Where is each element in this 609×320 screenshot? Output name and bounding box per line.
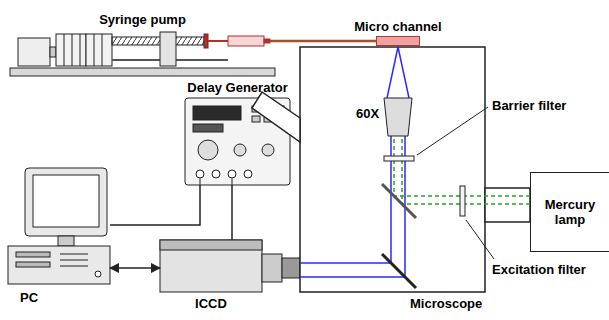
generator-knob xyxy=(234,144,246,156)
vent-line xyxy=(60,266,88,267)
iccd-camera: ICCD xyxy=(160,240,262,292)
micro-channel: Micro channel xyxy=(376,36,420,46)
motor xyxy=(18,38,50,66)
emission-ray xyxy=(300,136,391,263)
emission-ray xyxy=(398,47,409,98)
generator-display xyxy=(193,124,223,132)
dichroic-mirror xyxy=(382,184,416,218)
gear-block xyxy=(56,34,86,66)
camera-band xyxy=(160,240,262,250)
box-text: Mercury lamp xyxy=(531,197,609,227)
block-stripe xyxy=(80,34,81,66)
mercury-lamp: Mercury lamp xyxy=(530,172,609,252)
generator-button xyxy=(252,116,260,122)
device-label: PC xyxy=(20,290,38,305)
vent-line xyxy=(60,254,88,255)
computer-case xyxy=(8,246,110,284)
excitation-ray xyxy=(402,136,530,204)
block-stripe xyxy=(72,34,73,66)
monitor-stand xyxy=(58,236,74,246)
pc: PC xyxy=(8,166,110,286)
lamp-housing-neck xyxy=(485,188,530,222)
iccd-drawing xyxy=(160,240,300,292)
plunger-rod xyxy=(208,40,228,42)
microscope-drawing xyxy=(252,47,530,292)
monitor xyxy=(25,168,107,236)
syringe-barrel xyxy=(228,36,264,46)
output-connector xyxy=(212,170,220,178)
syringe-nozzle xyxy=(264,39,270,43)
output-connector xyxy=(228,170,236,178)
part-label: Excitation filter xyxy=(492,262,586,277)
eyepiece xyxy=(252,92,300,142)
drive-slot xyxy=(16,252,50,257)
leader-line xyxy=(466,220,494,259)
barrier-filter xyxy=(384,156,414,161)
microscope: Microscope xyxy=(300,47,485,292)
tubing xyxy=(275,40,376,43)
syringe-pump: Syringe pump xyxy=(10,30,275,76)
leader-line xyxy=(417,107,488,155)
camera-adapter xyxy=(282,258,300,278)
vent-line xyxy=(60,260,88,261)
plunger-flange xyxy=(204,34,208,48)
lead-screw xyxy=(112,37,204,45)
excitation-filter xyxy=(460,186,465,216)
delay-generator: Delay Generator xyxy=(185,98,290,185)
part-label: Barrier filter xyxy=(492,98,566,113)
pc-drawing xyxy=(8,168,110,284)
device-label: ICCD xyxy=(195,296,227,311)
syringe-pump-drawing xyxy=(10,32,275,76)
cable-stub xyxy=(232,178,233,185)
objective-lens xyxy=(384,98,412,136)
base-plate xyxy=(10,68,275,76)
device-label: Syringe pump xyxy=(99,12,186,27)
device-label: Microscope xyxy=(410,296,482,311)
output-connector xyxy=(196,170,204,178)
screen xyxy=(33,175,99,227)
drive-slot xyxy=(16,262,50,267)
generator-display xyxy=(193,106,241,120)
block-stripe xyxy=(94,34,95,66)
device-label: Micro channel xyxy=(354,19,441,34)
signal-cable xyxy=(231,185,233,240)
camera-lens xyxy=(262,254,282,282)
cable-stub xyxy=(200,178,201,185)
device-label: Delay Generator xyxy=(187,80,287,95)
data-link xyxy=(110,267,160,269)
tube-stub xyxy=(270,40,275,43)
signal-cable xyxy=(110,185,200,225)
generator-knob xyxy=(198,140,218,160)
mirror xyxy=(382,254,416,288)
magnification-label: 60X xyxy=(356,106,379,121)
camera-body xyxy=(160,240,262,292)
output-connector xyxy=(244,170,252,178)
emission-ray xyxy=(387,47,398,98)
gear-block xyxy=(86,34,112,66)
power-button xyxy=(95,271,101,277)
microscope-frame xyxy=(300,47,485,292)
block-stripe xyxy=(64,34,65,66)
block-stripe xyxy=(102,34,103,66)
motor-shaft xyxy=(50,47,56,57)
generator-knob xyxy=(262,144,274,156)
carriage xyxy=(160,32,176,66)
